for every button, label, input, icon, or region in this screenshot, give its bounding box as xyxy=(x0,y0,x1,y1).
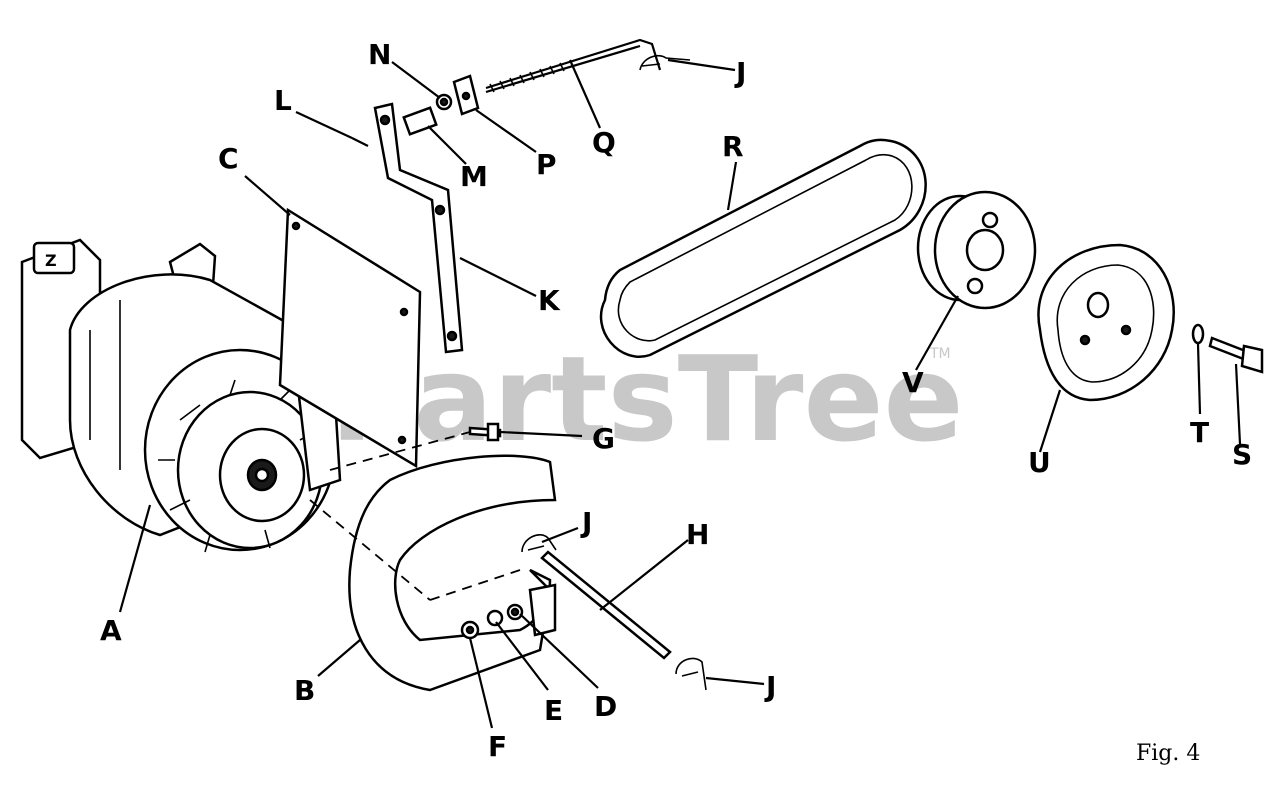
callout-t: T xyxy=(1190,416,1209,449)
part-u-pulley-half xyxy=(1037,243,1175,402)
part-v-small-pulley xyxy=(916,190,1037,310)
callout-p: P xyxy=(536,148,557,181)
callout-h: H xyxy=(686,518,709,551)
part-r-belt xyxy=(599,138,927,358)
callout-r: R xyxy=(722,130,744,163)
callout-s: S xyxy=(1232,438,1252,471)
assembly-line-pulley-to-guard xyxy=(309,499,431,601)
callout-a: A xyxy=(100,614,122,647)
part-j-clip-middle xyxy=(521,534,557,553)
part-t-washer xyxy=(1191,323,1205,345)
part-s-bolt xyxy=(1208,336,1264,374)
part-q-threaded-rod xyxy=(485,38,662,94)
part-k-bracket-arm xyxy=(373,102,464,354)
callout-n: N xyxy=(368,38,391,71)
callout-f: F xyxy=(488,730,507,763)
callout-c: C xyxy=(218,142,239,175)
callout-j-bottom: J xyxy=(764,670,776,703)
part-l-pin xyxy=(351,137,369,147)
part-a-generator: Z xyxy=(20,238,342,553)
callout-q: Q xyxy=(592,126,616,159)
part-j-clip-bottom xyxy=(675,657,707,691)
watermark-trademark: TM xyxy=(929,346,951,362)
callout-u: U xyxy=(1028,446,1051,479)
callout-l: L xyxy=(274,84,292,117)
callout-b: B xyxy=(294,674,315,707)
leader-lines xyxy=(118,58,1242,729)
part-p-block xyxy=(452,74,480,116)
callout-v: V xyxy=(902,366,924,399)
callout-m: M xyxy=(460,160,488,193)
callout-k: K xyxy=(538,284,561,317)
part-b-belt-guard xyxy=(348,454,557,692)
svg-text:Z: Z xyxy=(45,251,57,270)
callout-j-top: J xyxy=(734,56,746,89)
part-c-mounting-plate xyxy=(278,207,422,469)
callout-e: E xyxy=(544,694,563,727)
callout-g: G xyxy=(592,422,615,455)
assembly-line-bracket-to-bolt xyxy=(329,431,471,471)
callout-d: D xyxy=(594,690,617,723)
part-n-washer xyxy=(435,93,453,111)
part-j-clip-top xyxy=(639,54,691,71)
figure-caption: Fig. 4 xyxy=(1136,741,1200,766)
callout-j-middle: J xyxy=(580,506,592,539)
